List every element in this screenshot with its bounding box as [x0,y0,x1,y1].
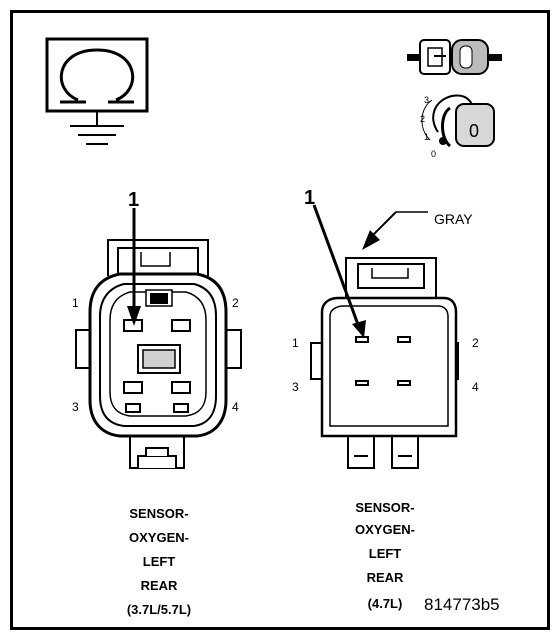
left-pin-2-label: 2 [232,296,239,310]
svg-text:1: 1 [424,132,429,142]
connector-probe-icon [407,39,502,75]
right-pin-2-label: 2 [472,336,479,350]
left-caption-line: OXYGEN- [129,530,189,545]
right-caption-line: OXYGEN- [355,522,415,537]
wire-color-label: GRAY [434,211,473,227]
left-pin-1-label: 1 [72,296,79,310]
left-caption-line: LEFT [143,554,176,569]
left-caption-line: (3.7L/5.7L) [127,602,191,617]
right-caption-line: REAR [367,570,404,585]
figure-id: 814773b5 [424,595,500,614]
right-pin-3-label: 3 [292,380,299,394]
ohmmeter-ground-icon [45,37,149,145]
gray-wire-leader [362,211,428,250]
svg-text:2: 2 [420,114,425,124]
right-callout-arrow [312,204,366,338]
left-callout-arrow [127,208,141,326]
right-caption-line: (4.7L) [368,596,403,611]
left-caption-line: SENSOR- [129,506,188,521]
svg-text:3: 3 [424,95,429,105]
left-connector [75,239,242,469]
right-pin-4-label: 4 [472,380,479,394]
left-callout-label: 1 [128,189,139,211]
svg-text:0: 0 [431,149,436,159]
left-caption-line: REAR [141,578,178,593]
left-pin-3-label: 3 [72,400,79,414]
right-caption-line: SENSOR- [355,500,414,515]
right-callout-label: 1 [304,187,315,209]
right-pin-1-label: 1 [292,336,299,350]
right-caption-line: LEFT [369,546,402,561]
svg-text:0: 0 [469,121,479,141]
left-pin-4-label: 4 [232,400,239,414]
right-connector [310,257,459,469]
ignition-key-icon: 0 3 2 1 0 [420,94,495,159]
